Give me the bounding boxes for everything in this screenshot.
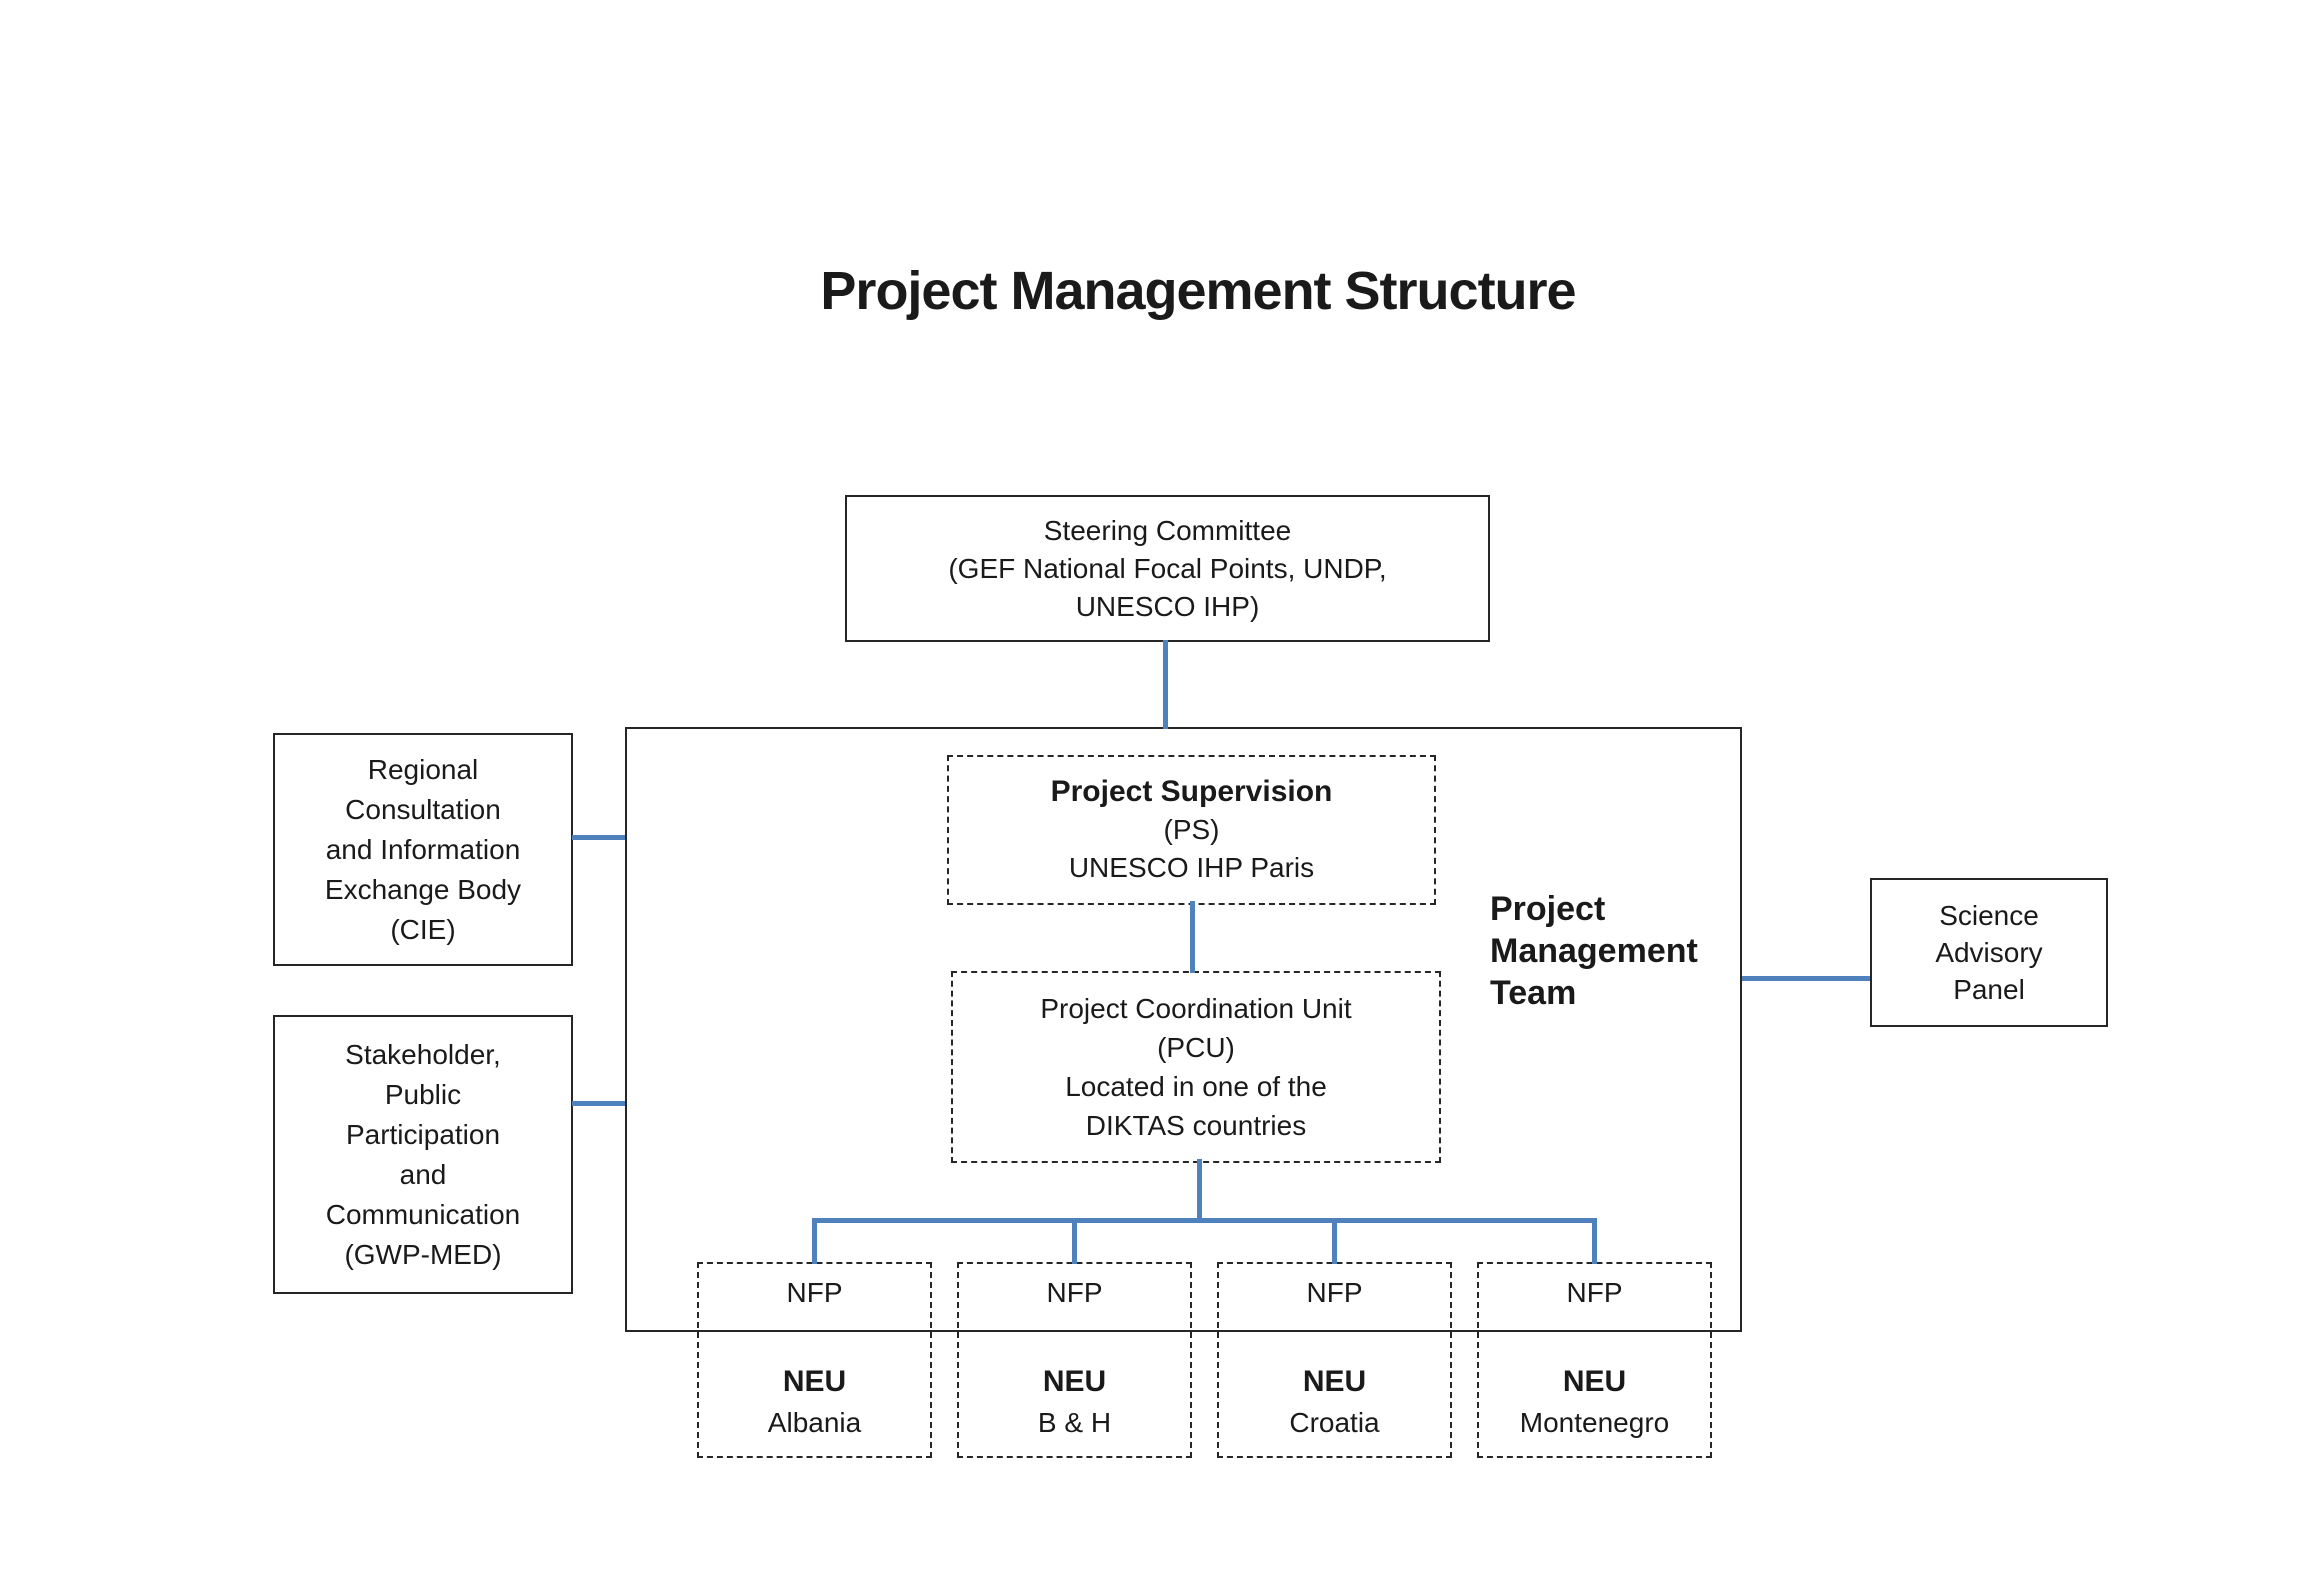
connector-bus-to-bh bbox=[1072, 1220, 1077, 1264]
project-supervision-abbr: (PS) bbox=[1163, 814, 1220, 845]
gwp-med-box: Stakeholder, Public Participation and Co… bbox=[273, 1015, 573, 1294]
cie-line: Regional bbox=[367, 753, 479, 785]
pmt-label-line: Management bbox=[1490, 932, 1698, 970]
project-supervision-title: Project Supervision bbox=[1050, 775, 1333, 808]
connector-cie-to-pmt bbox=[572, 835, 625, 840]
nfp-label: NFP bbox=[1046, 1277, 1103, 1308]
cie-line: Consultation bbox=[345, 793, 501, 825]
project-supervision-location: UNESCO IHP Paris bbox=[1068, 852, 1315, 883]
connector-bus-to-croatia bbox=[1332, 1220, 1337, 1264]
sap-line: Advisory bbox=[1935, 937, 2043, 968]
steering-committee-line: Steering Committee bbox=[1043, 514, 1292, 546]
cie-line: (CIE) bbox=[390, 913, 456, 945]
connector-pmt-to-science-panel bbox=[1742, 976, 1870, 981]
nfp-neu-bh-box: NFP NEU B & H bbox=[957, 1262, 1192, 1458]
nfp-neu-croatia-box: NFP NEU Croatia bbox=[1217, 1262, 1452, 1458]
sap-line: Science bbox=[1939, 900, 2039, 931]
project-management-team-box bbox=[625, 727, 1742, 1332]
nfp-neu-montenegro-box: NFP NEU Montenegro bbox=[1477, 1262, 1712, 1458]
neu-label: NEU bbox=[782, 1365, 847, 1398]
neu-label: NEU bbox=[1302, 1365, 1367, 1398]
neu-country-label: Montenegro bbox=[1519, 1407, 1670, 1438]
science-advisory-panel-box: Science Advisory Panel bbox=[1870, 878, 2108, 1027]
pmt-label: Project Management Team bbox=[1490, 888, 1740, 1014]
steering-committee-line: (GEF National Focal Points, UNDP, bbox=[948, 552, 1387, 584]
nfp-label: NFP bbox=[786, 1277, 843, 1308]
gwp-line: Communication bbox=[325, 1198, 521, 1230]
gwp-line: Public bbox=[384, 1078, 462, 1110]
connector-bus-to-montenegro bbox=[1592, 1220, 1597, 1264]
pcu-line: Located in one of the bbox=[1065, 1071, 1327, 1102]
sap-line: Panel bbox=[1953, 974, 2025, 1005]
connector-steering-to-pmt bbox=[1163, 640, 1168, 729]
neu-country-label: B & H bbox=[1037, 1407, 1112, 1438]
nfp-label: NFP bbox=[1566, 1277, 1623, 1308]
connector-pcu-to-bus bbox=[1197, 1159, 1202, 1221]
neu-country-label: Albania bbox=[767, 1407, 862, 1438]
connector-bus bbox=[812, 1218, 1597, 1223]
gwp-line: (GWP-MED) bbox=[344, 1238, 502, 1270]
gwp-line: Participation bbox=[345, 1118, 501, 1150]
neu-country-label: Croatia bbox=[1289, 1407, 1380, 1438]
pcu-line: (PCU) bbox=[1157, 1032, 1235, 1063]
nfp-neu-albania-box: NFP NEU Albania bbox=[697, 1262, 932, 1458]
nfp-label: NFP bbox=[1306, 1277, 1363, 1308]
neu-label: NEU bbox=[1042, 1365, 1107, 1398]
cie-box: Regional Consultation and Information Ex… bbox=[273, 733, 573, 966]
pmt-label-line: Project bbox=[1490, 890, 1606, 928]
gwp-line: Stakeholder, bbox=[345, 1038, 501, 1070]
connector-bus-to-albania bbox=[812, 1220, 817, 1264]
neu-label: NEU bbox=[1562, 1365, 1627, 1398]
page-title: Project Management Structure bbox=[820, 261, 1576, 321]
connector-ps-to-pcu bbox=[1190, 901, 1195, 973]
steering-committee-line: UNESCO IHP) bbox=[1075, 590, 1260, 622]
steering-committee-box: Steering Committee (GEF National Focal P… bbox=[845, 495, 1490, 642]
pmt-label-line: Team bbox=[1490, 974, 1577, 1012]
cie-line: and Information bbox=[325, 833, 521, 865]
project-supervision-box: Project Supervision (PS) UNESCO IHP Pari… bbox=[947, 755, 1436, 905]
pcu-line: Project Coordination Unit bbox=[1040, 993, 1352, 1024]
connector-gwp-to-pmt bbox=[572, 1101, 625, 1106]
cie-line: Exchange Body bbox=[324, 873, 522, 905]
gwp-line: and bbox=[399, 1158, 447, 1190]
pcu-line: DIKTAS countries bbox=[1085, 1110, 1307, 1141]
pcu-box: Project Coordination Unit (PCU) Located … bbox=[951, 971, 1441, 1163]
